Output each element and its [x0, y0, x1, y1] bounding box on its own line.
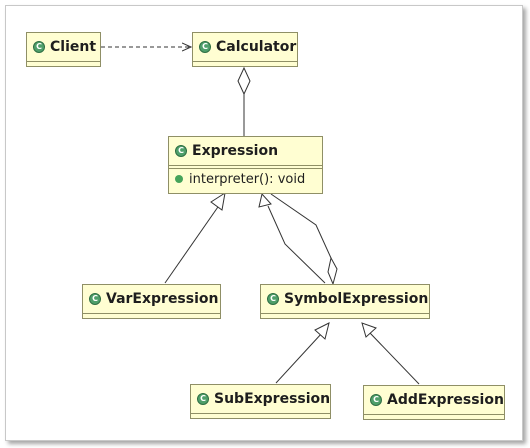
class-name: SymbolExpression: [284, 291, 429, 307]
generalization-symbol-expression: [267, 205, 326, 284]
generalization-sub-symbol: [275, 332, 323, 384]
class-icon: C: [175, 145, 187, 157]
generalization-arrow-icon: [314, 322, 330, 340]
generalization-arrow-icon: [258, 192, 272, 208]
attribute-compartment-divider: [169, 165, 322, 166]
public-method-icon: [175, 175, 183, 183]
class-client[interactable]: C Client: [26, 32, 101, 67]
aggregation-diamond-icon: [327, 256, 338, 286]
class-name: SubExpression: [214, 391, 331, 407]
attribute-compartment-divider: [27, 61, 100, 62]
class-name: VarExpression: [106, 291, 219, 307]
class-icon: C: [199, 41, 211, 53]
class-icon: C: [267, 293, 279, 305]
generalization-arrow-icon: [361, 322, 377, 338]
class-icon: C: [197, 393, 209, 405]
class-expression[interactable]: C Expression interpreter(): void: [168, 136, 323, 194]
class-calculator[interactable]: C Calculator: [192, 32, 298, 67]
class-name: AddExpression: [387, 392, 504, 408]
class-sub-expression[interactable]: C SubExpression: [190, 384, 331, 419]
operation-signature: interpreter(): void: [189, 171, 306, 187]
generalization-add-symbol: [369, 332, 420, 385]
generalization-arrow-icon: [210, 191, 226, 211]
class-add-expression[interactable]: C AddExpression: [363, 385, 505, 420]
aggregation-diamond-icon: [237, 66, 251, 96]
aggregation-symbol-expression-line: [270, 193, 332, 259]
class-icon: C: [370, 394, 382, 406]
attribute-compartment-divider: [364, 414, 504, 415]
class-icon: C: [89, 293, 101, 305]
class-var-expression[interactable]: C VarExpression: [82, 284, 221, 319]
class-symbol-expression[interactable]: C SymbolExpression: [260, 284, 430, 319]
operation-compartment-divider: [169, 168, 322, 169]
attribute-compartment-divider: [83, 313, 220, 314]
diagram-canvas: [5, 5, 523, 441]
class-icon: C: [33, 41, 45, 53]
attribute-compartment-divider: [193, 61, 297, 62]
generalization-var-expression: [164, 203, 221, 284]
class-name: Calculator: [216, 39, 297, 55]
class-name: Expression: [192, 143, 279, 159]
attribute-compartment-divider: [261, 313, 429, 314]
operation-item[interactable]: interpreter(): void: [169, 169, 322, 189]
attribute-compartment-divider: [191, 413, 330, 414]
class-name: Client: [50, 39, 97, 55]
